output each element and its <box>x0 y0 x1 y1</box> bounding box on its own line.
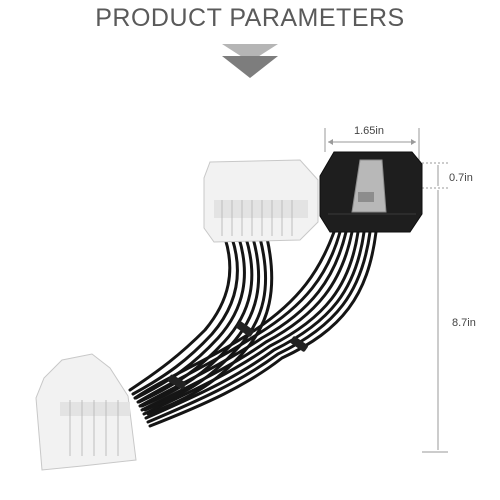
white-connector-bottom <box>35 353 137 471</box>
black-connector <box>319 151 423 233</box>
double-chevron-down-icon <box>222 44 278 78</box>
page-title: PRODUCT PARAMETERS <box>95 4 405 32</box>
width-dimension-label: 1.65in <box>354 125 384 137</box>
dimension-lines <box>324 128 448 453</box>
length-dimension-label: 8.7in <box>452 317 476 329</box>
wire-bundle-white <box>128 236 274 416</box>
depth-dimension-label: 0.7in <box>449 172 473 184</box>
white-connector-top <box>203 159 319 243</box>
cable-ties <box>167 321 308 390</box>
